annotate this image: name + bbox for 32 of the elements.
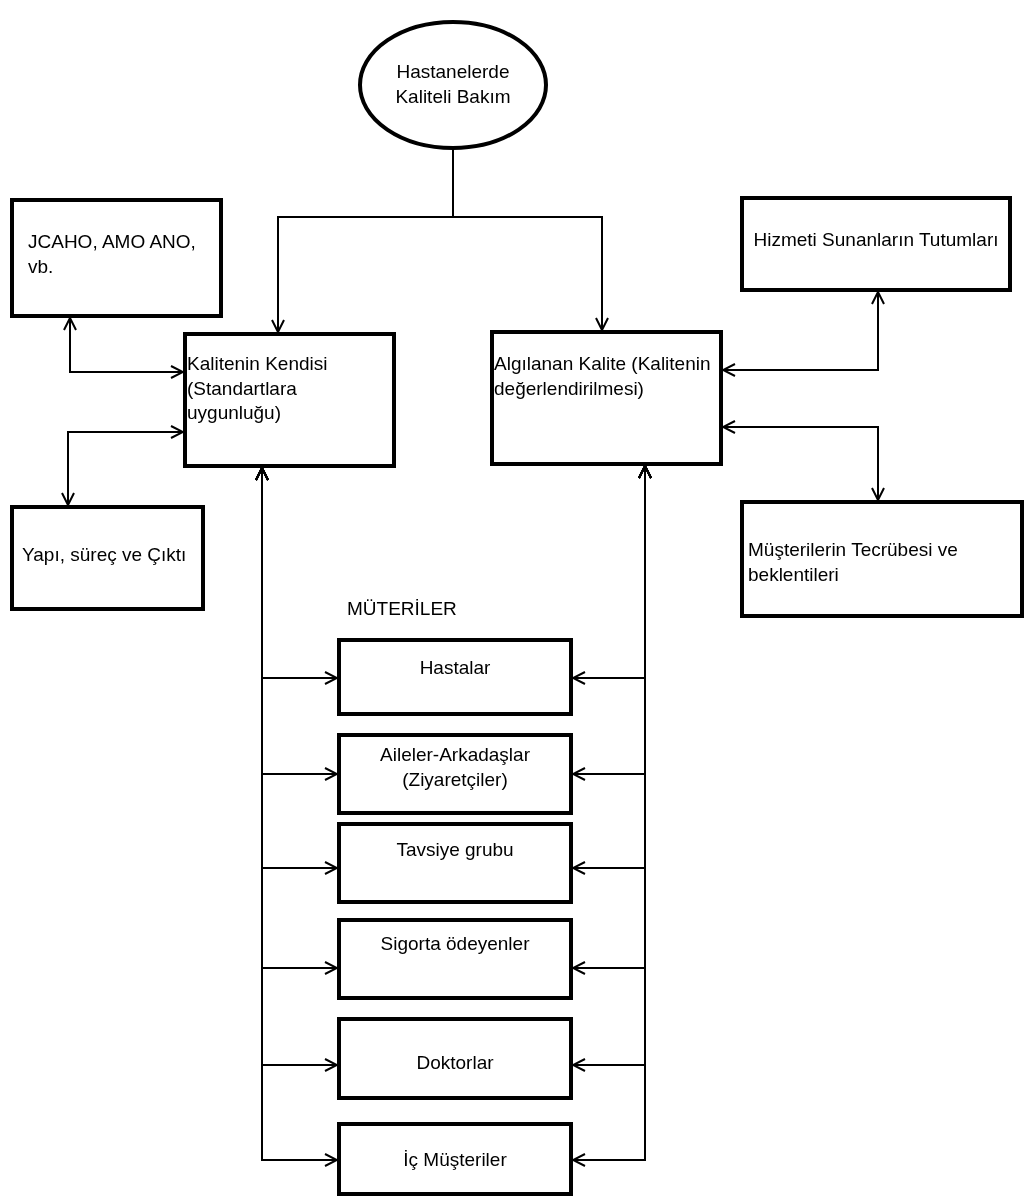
group-heading: MÜTERİLER xyxy=(347,598,457,620)
process-box xyxy=(337,733,573,815)
process-box xyxy=(337,1017,573,1100)
node-text: İç Müşteriler xyxy=(402,1148,508,1172)
process-box xyxy=(337,822,573,904)
node-text: Yapı, süreç ve Çıktı xyxy=(22,543,188,567)
process-box xyxy=(337,638,573,716)
arrow xyxy=(63,317,184,379)
node-text: Tavsiye grubu xyxy=(395,838,515,862)
process-box xyxy=(337,1122,573,1196)
node-text: Hizmeti Sunanların Tutumları xyxy=(752,228,1000,252)
process-box xyxy=(183,332,396,468)
process-box xyxy=(740,196,1012,292)
process-box xyxy=(10,505,205,611)
arrow xyxy=(722,291,885,377)
node-text: Hastalar xyxy=(418,656,492,680)
node-text: Kalitenin Kendisi (Standartlara uygunluğu) xyxy=(187,352,329,426)
arrow xyxy=(452,149,609,331)
node-text: Müşterilerin Tecrübesi ve beklentileri xyxy=(748,538,959,587)
node-text: JCAHO, AMO ANO, vb. xyxy=(28,230,197,279)
node-text: Algılanan Kalite (Kalitenin değerlendirilmesi) xyxy=(494,352,712,401)
node-text: Aileler-Arkadaşlar (Ziyaretçiler) xyxy=(379,743,531,792)
process-box xyxy=(490,330,723,466)
node-text: Hastanelerde Kaliteli Bakım xyxy=(394,60,512,109)
process-box xyxy=(337,918,573,1000)
process-box xyxy=(10,198,223,318)
node-text: Doktorlar xyxy=(415,1051,495,1075)
arrow xyxy=(61,425,184,506)
arrow xyxy=(722,420,885,501)
node-text: Sigorta ödeyenler xyxy=(379,932,531,956)
start-ellipse xyxy=(358,20,548,150)
process-box xyxy=(740,500,1024,618)
